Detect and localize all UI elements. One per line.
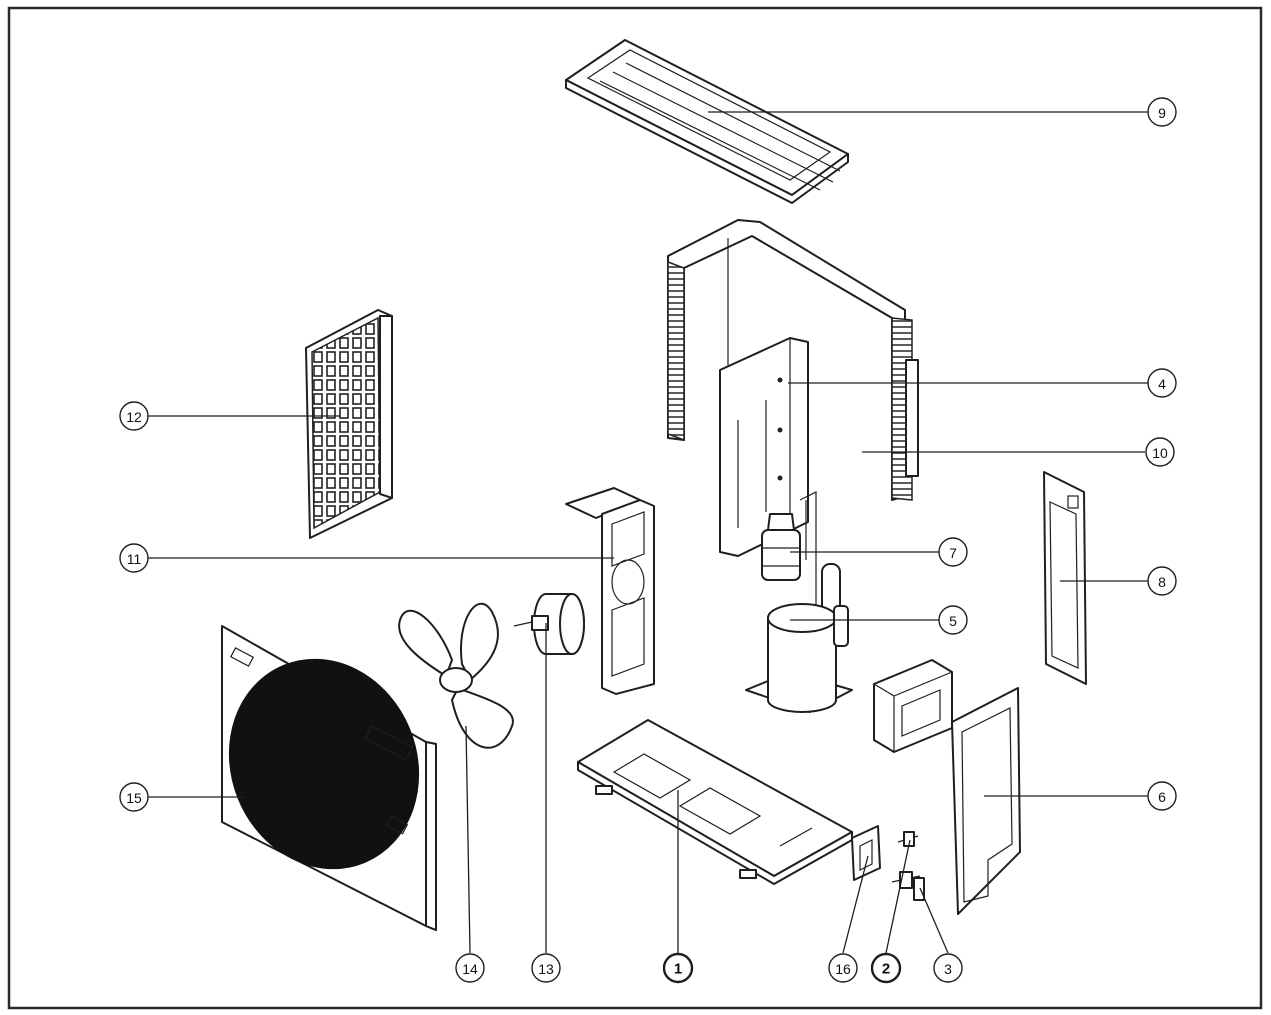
- callout-label: 11: [127, 551, 142, 567]
- callout-15: 15: [119, 782, 149, 812]
- callout-label: 7: [949, 545, 957, 561]
- callout-label: 1: [674, 961, 682, 978]
- side-panel: [951, 687, 1021, 915]
- callout-14: 14: [455, 953, 485, 983]
- callout-label: 10: [1152, 445, 1168, 461]
- front-panel: [221, 625, 437, 931]
- callout-13: 13: [531, 953, 561, 983]
- callout-7: 7: [938, 537, 968, 567]
- valve-assembly: [761, 491, 841, 617]
- callout-label: 8: [1158, 574, 1166, 590]
- callout-10: 10: [1145, 437, 1175, 467]
- large-valve: [891, 871, 925, 901]
- top-cover: [565, 39, 849, 204]
- callout-label: 15: [126, 790, 142, 806]
- right-side-panel: [1043, 471, 1087, 685]
- partition-panel: [719, 337, 809, 557]
- callout-12: 12: [119, 401, 149, 431]
- callout-6: 6: [1147, 781, 1177, 811]
- valve-plate: [851, 825, 881, 881]
- base-pan: [577, 719, 853, 885]
- callout-3: 3: [933, 953, 963, 983]
- callout-5: 5: [938, 605, 968, 635]
- fan-blade: [398, 602, 514, 749]
- leader-lines: [148, 111, 1148, 954]
- callout-label: 6: [1158, 789, 1166, 805]
- callout-label: 16: [835, 961, 851, 977]
- rear-grille: [305, 309, 393, 539]
- callout-8: 8: [1147, 566, 1177, 596]
- fan-motor: [513, 593, 585, 655]
- callout-11: 11: [119, 543, 149, 573]
- callout-label: 5: [949, 613, 957, 629]
- compressor: [745, 603, 853, 713]
- electrical-box: [873, 659, 953, 753]
- callout-label: 4: [1158, 376, 1166, 392]
- callout-9: 9: [1147, 97, 1177, 127]
- callout-label: 14: [462, 961, 478, 977]
- callout-label: 9: [1158, 105, 1166, 121]
- callout-2: 2: [870, 952, 902, 984]
- motor-bracket: [565, 487, 655, 695]
- diagram-border: [7, 6, 1263, 1010]
- callout-16: 16: [828, 953, 858, 983]
- small-valve: [897, 831, 919, 847]
- callout-label: 3: [944, 961, 952, 977]
- callout-1: 1: [662, 952, 694, 984]
- callout-label: 2: [882, 961, 890, 978]
- fan-grille-opening: [228, 658, 420, 870]
- callout-4: 4: [1147, 368, 1177, 398]
- callout-label: 13: [538, 961, 554, 977]
- callout-label: 12: [126, 409, 142, 425]
- condenser-coil: [667, 219, 919, 501]
